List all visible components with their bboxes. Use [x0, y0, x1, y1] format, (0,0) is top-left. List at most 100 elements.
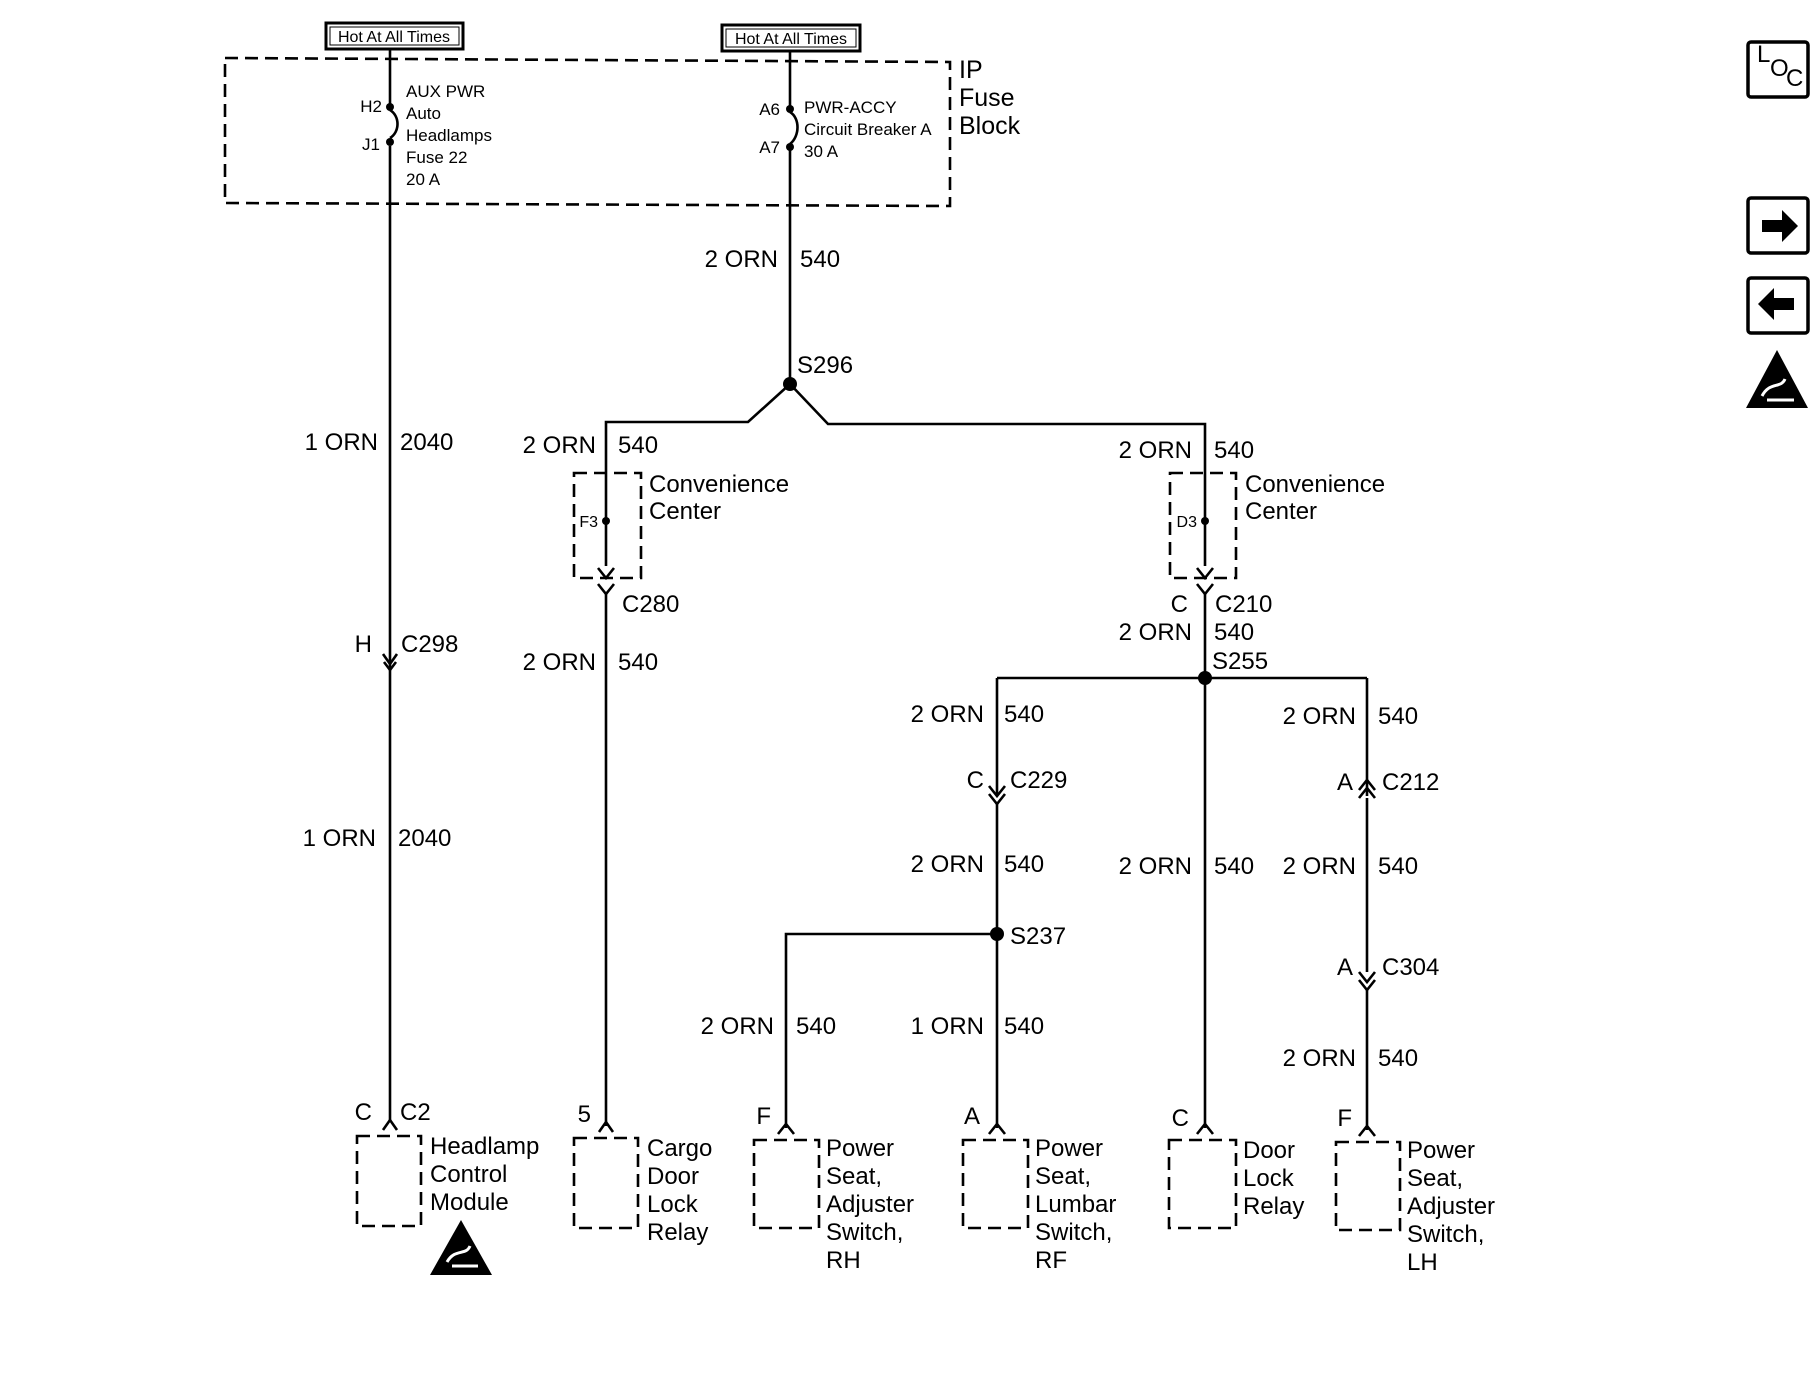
splice-s255-label: S255 [1212, 648, 1268, 675]
conv-left-label-1: Convenience [649, 471, 789, 498]
wire-main-circuit: 540 [800, 246, 840, 273]
fuse-label-5: 20 A [406, 170, 441, 189]
convenience-center-right-box [1168, 471, 1238, 580]
door-pin: C [1172, 1105, 1189, 1132]
splice-s296-label: S296 [797, 352, 853, 379]
c210-symbol [1195, 567, 1215, 597]
previous-page-button[interactable] [1746, 276, 1810, 335]
door-label-2: Lock [1243, 1165, 1295, 1192]
wire-s296-right [789, 383, 1207, 566]
seat-rh-box [752, 1138, 821, 1230]
c304-symbol [1357, 971, 1377, 993]
hot-text-right: Hot At All Times [735, 31, 847, 48]
conv-right-label-2: Center [1245, 498, 1317, 525]
wire-s237-gauge: 2 ORN [911, 851, 984, 878]
cargo-connector-symbol [597, 1119, 615, 1133]
headlamp-module-box [355, 1134, 423, 1228]
seat-rh-label-1: Power [826, 1135, 894, 1162]
seat-rh-connector-symbol [776, 1121, 796, 1135]
wire-c304-gauge: 2 ORN [1283, 853, 1356, 880]
wire-2040-circuit-b: 2040 [398, 825, 451, 852]
wire-c229-gauge: 2 ORN [911, 701, 984, 728]
fuse-label-1: AUX PWR [406, 82, 485, 101]
convenience-center-left-box [572, 471, 643, 580]
seat-rh-pin: F [756, 1103, 771, 1130]
wire-s255-circuit: 540 [1214, 619, 1254, 646]
seat-lh-label-2: Seat, [1407, 1165, 1463, 1192]
c304-name: C304 [1382, 954, 1439, 981]
wire-seat-lh-gauge: 2 ORN [1283, 1045, 1356, 1072]
seat-rf-label-1: Power [1035, 1135, 1103, 1162]
c280-symbol [596, 567, 616, 597]
wire-seat-lh-circuit: 540 [1378, 1045, 1418, 1072]
fuse-label-2: Auto [406, 104, 441, 123]
c210-name: C210 [1215, 591, 1272, 618]
hot-label-left: Hot At All Times [324, 21, 465, 51]
wire-s296-left [604, 383, 791, 566]
wire-c212-gauge: 2 ORN [1283, 703, 1356, 730]
wire-seat-rf-gauge: 1 ORN [911, 1013, 984, 1040]
wire-main-gauge: 2 ORN [705, 246, 778, 273]
conv-left-label-2: Center [649, 498, 721, 525]
seat-rh-label-2: Seat, [826, 1163, 882, 1190]
seat-rf-connector-symbol [987, 1121, 1007, 1135]
fuse-pin-j1-dot [386, 138, 394, 146]
fuse-22-symbol [389, 108, 399, 140]
c298-name: C298 [401, 631, 458, 658]
c298-pin: H [355, 631, 372, 658]
wire-2040-gauge-b: 1 ORN [303, 825, 376, 852]
circuit-breaker-symbol [789, 110, 799, 146]
loc-button[interactable]: L O C [1746, 40, 1810, 99]
wire-door-gauge: 2 ORN [1119, 853, 1192, 880]
fuse-pin-h2-dot [386, 103, 394, 111]
door-label-1: Door [1243, 1137, 1295, 1164]
c2-name: C2 [400, 1099, 431, 1126]
fuse-pin-j1: J1 [362, 135, 380, 154]
c210-pin: C [1171, 591, 1188, 618]
seat-rf-box [961, 1138, 1030, 1230]
breaker-pin-a6-dot [786, 105, 794, 113]
left-arrow-icon [1758, 288, 1794, 320]
conv-left-pin-dot [602, 517, 610, 525]
hot-text-left: Hot At All Times [338, 29, 450, 46]
c212-pin: A [1337, 769, 1353, 796]
conv-right-label-1: Convenience [1245, 471, 1385, 498]
headlamp-label-1: Headlamp [430, 1133, 539, 1160]
wire-right-branch-gauge: 2 ORN [1119, 437, 1192, 464]
wire-left-branch-circuit: 540 [618, 432, 658, 459]
fuse-label-4: Fuse 22 [406, 148, 467, 167]
c280-name: C280 [622, 591, 679, 618]
esd-warning-icon [430, 1220, 492, 1275]
conv-right-pin: D3 [1177, 514, 1198, 531]
breaker-pin-a7: A7 [759, 138, 780, 157]
seat-rf-pin: A [964, 1103, 980, 1130]
seat-rh-label-5: RH [826, 1247, 861, 1274]
wire-seat-rh-circuit: 540 [796, 1013, 836, 1040]
seat-lh-label-5: LH [1407, 1249, 1438, 1276]
seat-rf-label-3: Lumbar [1035, 1191, 1116, 1218]
cargo-pin: 5 [578, 1101, 591, 1128]
conv-left-pin: F3 [579, 514, 598, 531]
hot-label-right: Hot At All Times [720, 23, 862, 53]
breaker-label-1: PWR-ACCY [804, 98, 897, 117]
seat-lh-label-3: Adjuster [1407, 1193, 1495, 1220]
wire-left-branch-gauge: 2 ORN [523, 432, 596, 459]
door-relay-box [1167, 1138, 1238, 1230]
loc-l: L [1757, 41, 1770, 68]
wire-c229-circuit: 540 [1004, 701, 1044, 728]
c229-name: C229 [1010, 767, 1067, 794]
wire-seat-rf-circuit: 540 [1004, 1013, 1044, 1040]
c212-symbol [1357, 777, 1377, 799]
esd-warning-icon-nav [1746, 350, 1808, 408]
next-page-button[interactable] [1746, 196, 1810, 255]
seat-lh-label-4: Switch, [1407, 1221, 1484, 1248]
wire-right-branch-circuit: 540 [1214, 437, 1254, 464]
c229-pin: C [967, 767, 984, 794]
loc-o: O [1770, 55, 1789, 82]
fuse-block-boundary [223, 56, 952, 208]
wire-2040-gauge-a: 1 ORN [305, 429, 378, 456]
fuse-block-label-2: Fuse [959, 84, 1015, 112]
seat-rh-label-3: Adjuster [826, 1191, 914, 1218]
cargo-label-4: Relay [647, 1219, 708, 1246]
